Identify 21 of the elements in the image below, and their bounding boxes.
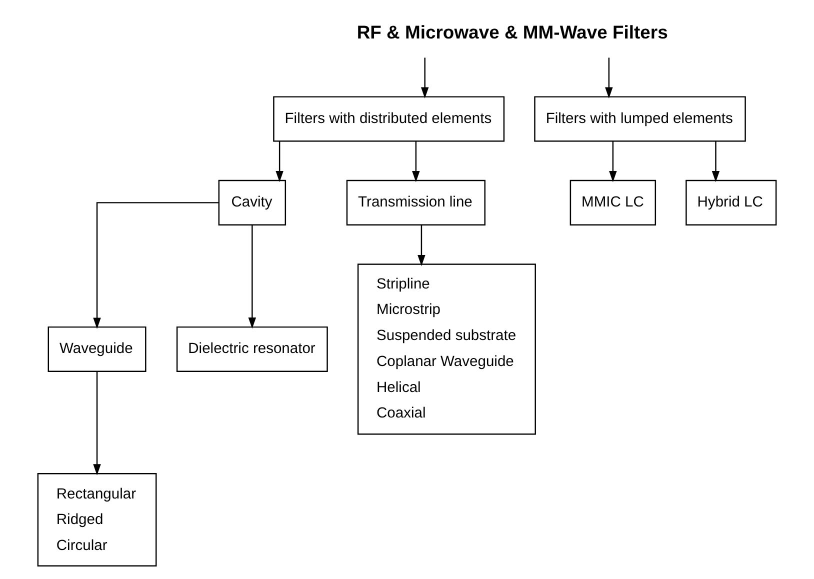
arrow (93, 202, 219, 329)
node-box: Filters with distributed elements (273, 96, 505, 142)
node-box: Cavity (218, 180, 286, 226)
arrow (418, 224, 426, 266)
arrow (420, 58, 429, 98)
arrow (609, 141, 617, 182)
node-box: Stripline Microstrip Suspended substrate Coplanar Waveguide Helical Coaxial (357, 264, 536, 435)
arrow (276, 141, 284, 182)
node-box: Rectangular Ridged Circular (37, 472, 157, 567)
arrow (712, 141, 720, 182)
node-box: Dielectric resonator (176, 326, 328, 372)
arrow (248, 224, 256, 329)
node-box: Waveguide (48, 326, 146, 372)
node-box: Filters with lumped elements (534, 96, 746, 142)
arrow (93, 372, 101, 476)
node-text: RF & Microwave & MM-Wave Filters (356, 21, 668, 42)
node-box: Hybrid LC (686, 180, 777, 226)
arrow (605, 58, 613, 98)
node-box: MMIC LC (570, 180, 656, 226)
arrow (412, 141, 420, 182)
node-box: Transmission line (346, 180, 486, 226)
